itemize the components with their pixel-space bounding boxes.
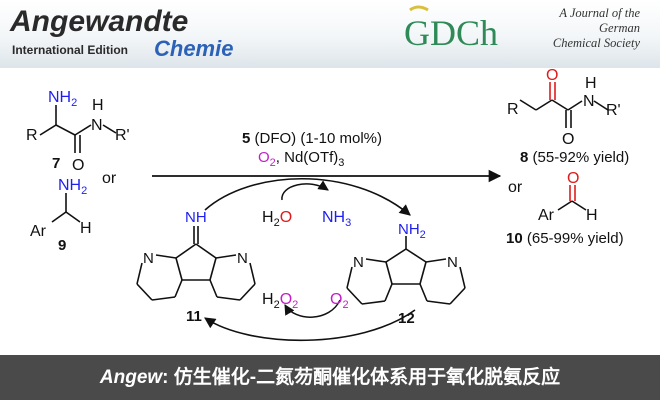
compound-7-amine: NH2 (48, 89, 77, 109)
compound-7-n: N (91, 117, 103, 134)
caption-banner: Angew: 仿生催化-二氮芴酮催化体系用于氧化脱氨反应 (0, 355, 660, 400)
journal-title: Angewandte (9, 5, 188, 38)
compound-7-h: H (92, 97, 104, 114)
compound-10-h: H (586, 207, 598, 224)
compound-11-ring-n-right: N (237, 250, 248, 267)
banner-journal-abbrev: Angew (99, 367, 163, 388)
gdch-logo-text: GDCh (404, 13, 498, 53)
tagline-line: A Journal of the (559, 6, 640, 20)
header-logos: Angewandte International Edition Chemie … (9, 5, 498, 61)
compound-11-ring-n-left: N (143, 250, 154, 267)
cycle-arrow-top (204, 177, 411, 216)
compound-10-yield: 10 (65-99% yield) (506, 230, 624, 247)
or-label-left: or (102, 170, 117, 187)
oxidant-conditions: O2, Nd(OTf)3 (258, 149, 344, 169)
compound-9-number: 9 (58, 237, 66, 254)
water-ammonia-curve (281, 180, 329, 201)
compound-10 (557, 185, 587, 211)
compound-8-yield: 8 (55-92% yield) (520, 149, 629, 166)
compound-8-h: H (585, 75, 597, 92)
tagline-line: Chemical Society (552, 36, 640, 50)
ammonia-label: NH3 (322, 209, 351, 229)
compound-9-ar: Ar (30, 223, 47, 240)
compound-12-amine-label: NH2 (398, 221, 426, 241)
compound-7-o: O (72, 157, 84, 174)
oxygen-label: O2 (330, 291, 349, 311)
or-label-right: or (508, 179, 523, 196)
journal-subtitle: Chemie (154, 36, 233, 61)
compound-9-h: H (80, 220, 92, 237)
edition-label: International Edition (12, 43, 128, 57)
peroxide-label: H2O2 (262, 291, 298, 311)
compound-10-o: O (567, 170, 579, 187)
compound-9-amine: NH2 (58, 177, 87, 197)
cycle-arrow-bottom (204, 309, 416, 342)
compound-12-structure (346, 236, 466, 305)
compound-8-o-ketone: O (546, 68, 558, 84)
compound-8-r-prime: R' (606, 102, 621, 119)
compound-7-r: R (26, 127, 38, 144)
water-label: H2O (262, 209, 292, 229)
compound-12-number: 12 (398, 310, 415, 327)
compound-8-n: N (583, 93, 595, 110)
journal-header: Angewandte International Edition Chemie … (0, 0, 660, 68)
compound-7-number: 7 (52, 155, 60, 172)
compound-8-o-amide: O (562, 131, 574, 148)
banner-caption: : 仿生催化-二氮芴酮催化体系用于氧化脱氨反应 (162, 367, 561, 388)
gdch-logo: GDCh (404, 5, 498, 53)
compound-9 (51, 193, 81, 223)
tagline-line: German (599, 21, 640, 35)
catalyst-conditions: 5 (DFO) (1-10 mol%) (242, 130, 382, 147)
compound-8 (519, 82, 609, 128)
compound-11-structure (136, 226, 256, 301)
compound-12-ring-n-left: N (353, 254, 364, 271)
reaction-scheme: NH2 R N H R' O 7 or NH2 Ar H 9 5 (DFO) (… (26, 68, 629, 342)
compound-10-ar: Ar (538, 207, 555, 224)
society-tagline: A Journal of the German Chemical Society (553, 6, 640, 51)
compound-12-ring-n-right: N (447, 254, 458, 271)
compound-8-r: R (507, 101, 519, 118)
compound-11-imine-label: NH (185, 209, 207, 226)
compound-7 (39, 105, 117, 153)
compound-11-number: 11 (186, 308, 202, 325)
oxygen-peroxide-curve (284, 299, 341, 318)
compound-7-r-prime: R' (115, 127, 130, 144)
